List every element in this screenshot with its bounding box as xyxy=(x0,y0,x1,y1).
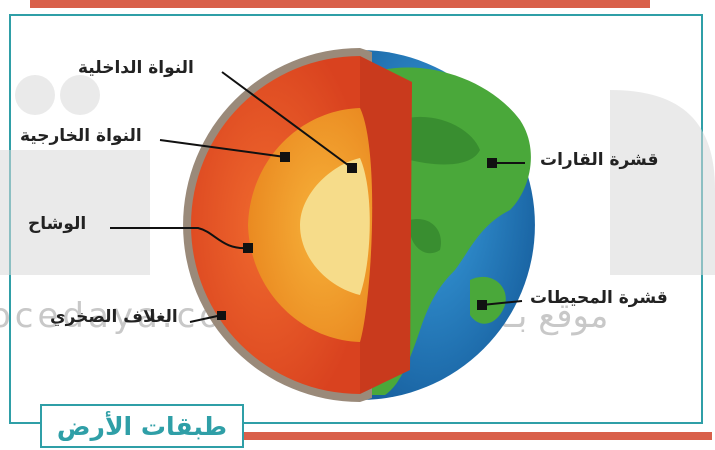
label-inner-core: النواة الداخلية xyxy=(78,58,194,78)
label-oceanic-crust: قشرة المحيطات xyxy=(530,288,668,308)
label-mantle: الوشاح xyxy=(28,214,87,234)
label-outer-core: النواة الخارجية xyxy=(20,126,142,146)
top-accent-bar xyxy=(30,0,650,8)
diagram-title: طبقات الأرض xyxy=(40,404,244,448)
label-lithosphere: الغلاف الصخري xyxy=(50,307,178,327)
bottom-accent-bar xyxy=(242,432,712,440)
inner-core-layer xyxy=(300,158,370,295)
label-continental-crust: قشرة القارات xyxy=(540,150,659,170)
